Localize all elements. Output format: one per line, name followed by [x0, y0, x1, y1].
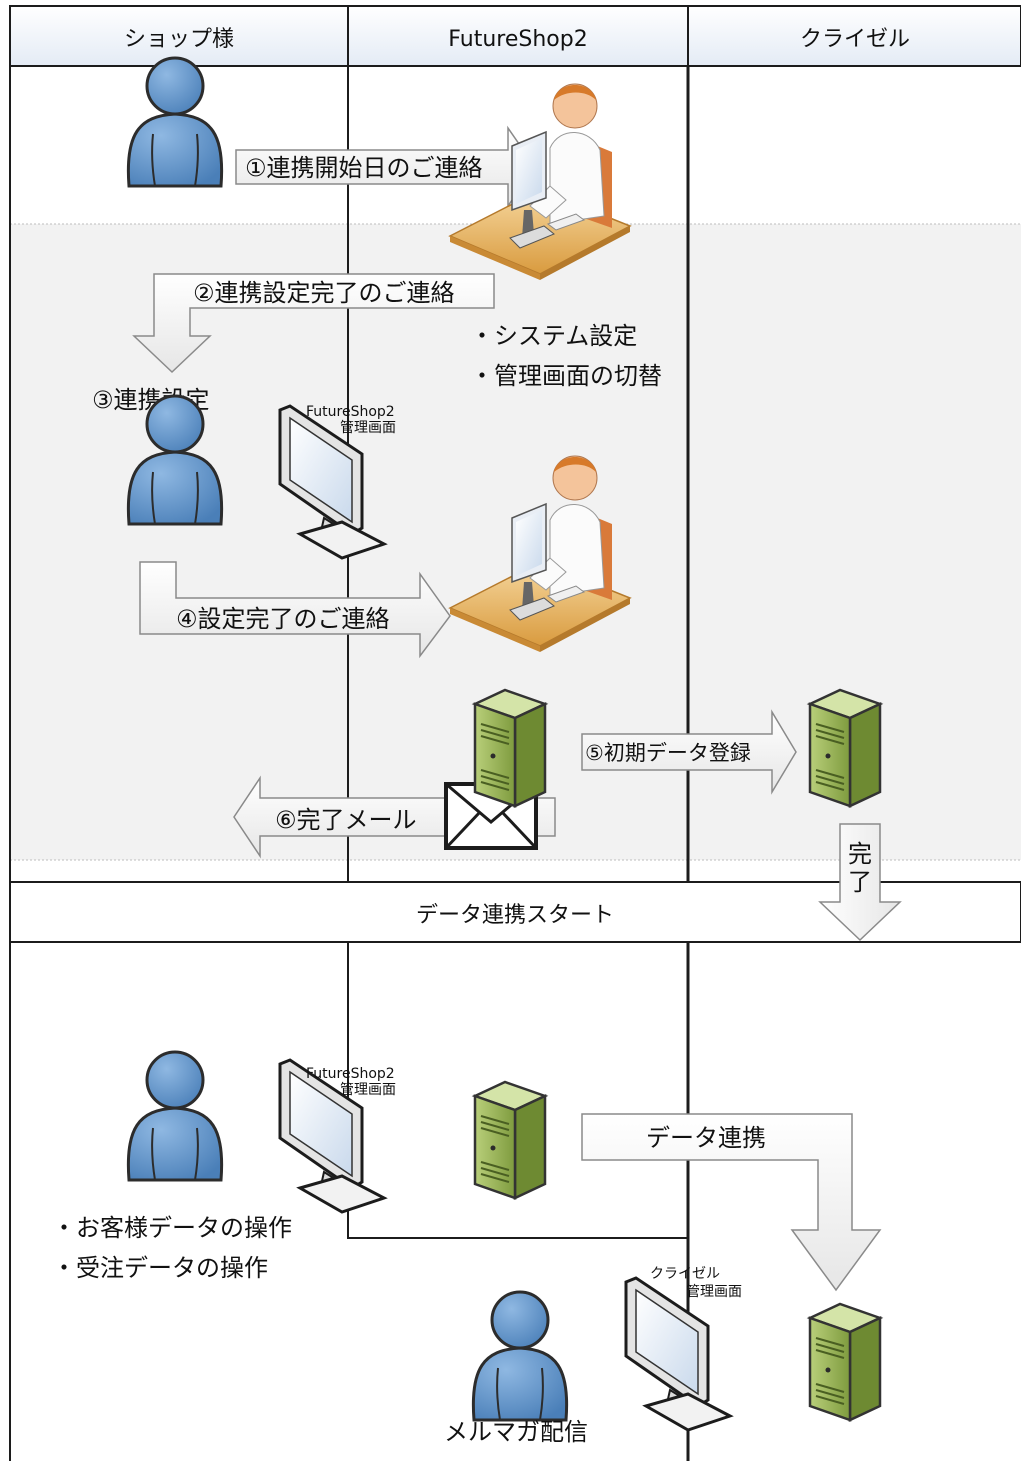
data-link-label: データ連携 — [646, 1124, 766, 1152]
server-icon — [473, 1080, 547, 1200]
lane-header-bar — [9, 5, 1021, 67]
arrow-data-link-body — [581, 1113, 882, 1292]
arrow-complete — [818, 823, 902, 942]
lane-header-futureshop: FutureShop2 — [448, 27, 587, 52]
complete-char-1: 完 — [848, 840, 872, 868]
lane-header-shop: ショップ様 — [124, 27, 234, 52]
user-icon — [126, 56, 224, 188]
step5-label: ⑤初期データ登録 — [585, 741, 751, 765]
shop-operation-customer: ・お客様データの操作 — [52, 1214, 292, 1242]
fs-admin-label-2b: 管理画面 — [340, 1082, 396, 1098]
arrow-step2 — [132, 273, 495, 374]
step6-label: ⑥完了メール — [275, 806, 417, 834]
mail-magazine-label: メルマガ配信 — [444, 1418, 588, 1446]
server-icon — [808, 688, 882, 808]
lane-border-bottom-fs — [347, 942, 688, 1239]
arrow-step4 — [139, 561, 451, 659]
monitor-icon — [624, 1276, 732, 1432]
complete-char-2: 了 — [848, 868, 872, 896]
server-icon — [808, 1302, 882, 1422]
step2-label: ②連携設定完了のご連絡 — [193, 279, 455, 307]
lane-header-crizel: クライゼル — [800, 27, 910, 52]
user-icon — [471, 1290, 569, 1422]
step4-label: ④設定完了のご連絡 — [176, 605, 390, 633]
server-icon — [473, 688, 547, 808]
crizel-admin-label-1: クライゼル — [650, 1266, 720, 1282]
crizel-admin-label-2: 管理画面 — [686, 1284, 742, 1300]
data-link-start-label: データ連携スタート — [416, 903, 614, 928]
user-icon — [126, 1050, 224, 1182]
fs-admin-label-1b: FutureShop2 — [306, 1066, 395, 1082]
step1-label: ①連携開始日のご連絡 — [245, 154, 483, 182]
arrow-step5 — [581, 709, 797, 795]
fs-admin-label-1: FutureShop2 — [306, 404, 395, 420]
fs-admin-label-2: 管理画面 — [340, 420, 396, 436]
fs-task-system: ・システム設定 — [470, 322, 637, 350]
fs-task-admin-switch: ・管理画面の切替 — [470, 362, 662, 390]
shop-operation-orders: ・受注データの操作 — [52, 1254, 268, 1282]
